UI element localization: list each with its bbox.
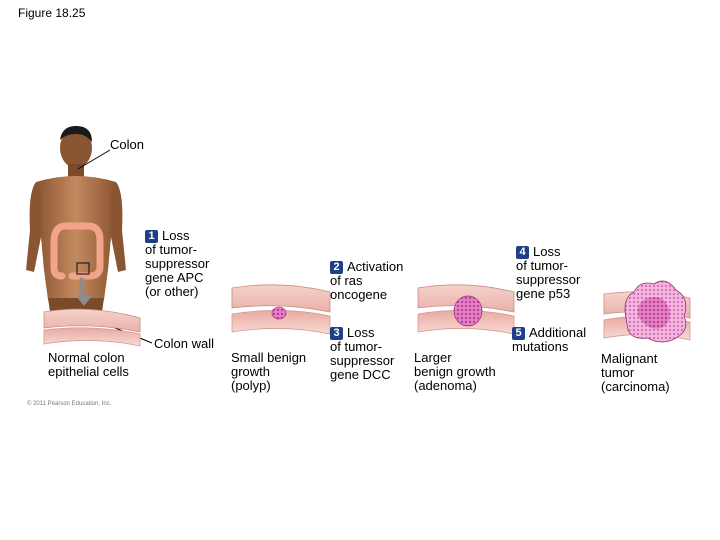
tissue-carcinoma [603, 280, 691, 343]
tissue-adenoma [417, 284, 515, 335]
figure-title: Figure 18.25 [18, 6, 86, 20]
step-5-badge: 5 [512, 327, 525, 340]
step-1-badge: 1 [145, 230, 158, 243]
tissue-small-polyp [231, 284, 331, 335]
step-3-badge: 3 [330, 327, 343, 340]
step-2-badge: 2 [330, 261, 343, 274]
copyright-notice: © 2011 Pearson Education, Inc. [27, 401, 112, 407]
step-4-badge: 4 [516, 246, 529, 259]
human-figure [26, 126, 126, 312]
colon-wall-label: Colon wall [154, 336, 214, 351]
colon-label: Colon [110, 137, 144, 152]
small-growth-label: Small benign growth (polyp) [231, 350, 307, 393]
tissue-normal [43, 308, 141, 347]
malignant-label: Malignant tumor (carcinoma) [601, 351, 670, 394]
normal-cells-label: Normal colon epithelial cells [48, 350, 129, 379]
larger-growth-label: Larger benign growth (adenoma) [414, 350, 496, 393]
